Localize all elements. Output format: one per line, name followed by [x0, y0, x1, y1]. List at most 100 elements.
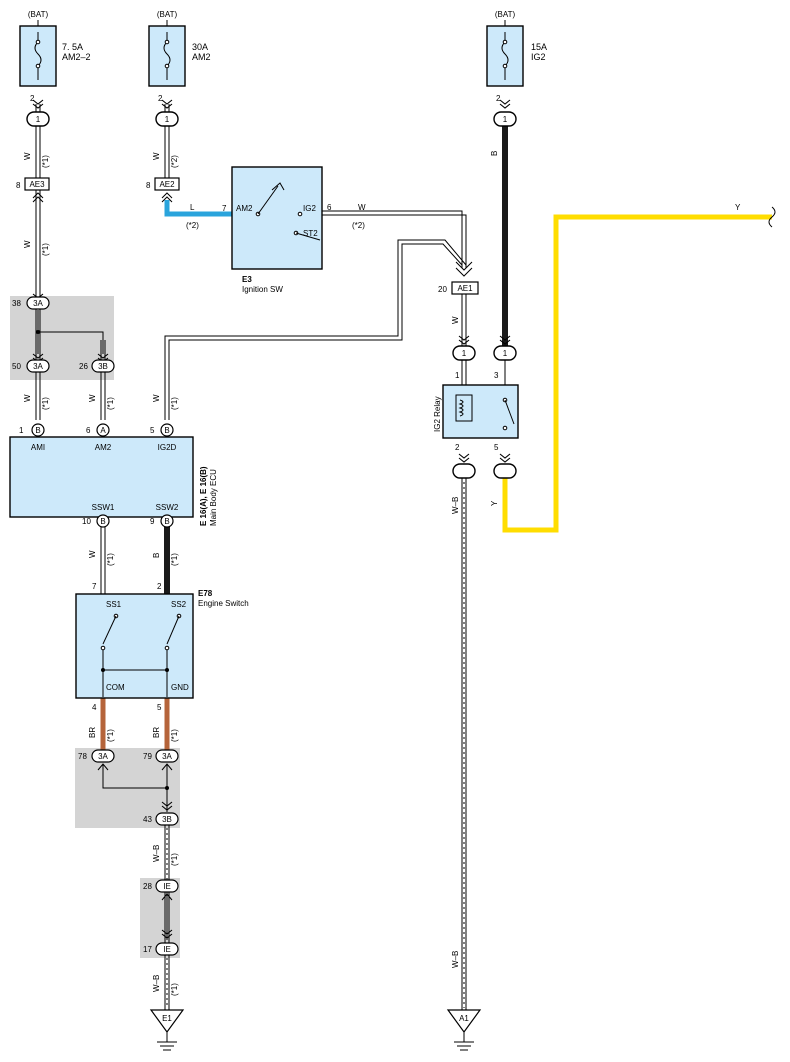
- svg-text:3B: 3B: [162, 815, 172, 824]
- relay-bottom-connectors: 2 5: [452, 443, 517, 479]
- svg-text:3A: 3A: [33, 362, 43, 371]
- wire-labels-br: BR (*1) BR (*1): [88, 727, 179, 742]
- svg-text:IG2: IG2: [303, 204, 316, 213]
- svg-text:BR: BR: [88, 727, 97, 738]
- svg-text:(*1): (*1): [41, 155, 50, 168]
- svg-text:Main Body ECU: Main Body ECU: [209, 469, 218, 526]
- svg-text:1: 1: [503, 349, 508, 358]
- svg-text:8: 8: [146, 181, 151, 190]
- svg-text:E78: E78: [198, 589, 213, 598]
- svg-text:(BAT): (BAT): [495, 10, 516, 19]
- svg-text:A1: A1: [459, 1014, 469, 1023]
- svg-text:AMI: AMI: [31, 443, 45, 452]
- svg-text:7: 7: [222, 204, 227, 213]
- svg-text:B: B: [35, 426, 40, 435]
- svg-text:SS1: SS1: [106, 600, 122, 609]
- svg-text:AM2: AM2: [192, 52, 211, 62]
- svg-text:4: 4: [92, 703, 97, 712]
- svg-text:3A: 3A: [33, 299, 43, 308]
- svg-text:50: 50: [12, 362, 21, 371]
- wire-labels-mid: W (*1) W (*1) W (*1): [23, 394, 179, 410]
- svg-text:(*1): (*1): [170, 553, 179, 566]
- main-body-ecu: AMI AM2 IG2D SSW1 SSW2 E 16(A), E 16(B) …: [9, 436, 218, 526]
- wire-note-l: (*2): [186, 221, 199, 230]
- svg-text:IG2 Relay: IG2 Relay: [433, 396, 442, 432]
- svg-text:W: W: [152, 152, 161, 160]
- svg-text:28: 28: [143, 882, 152, 891]
- svg-text:2: 2: [157, 582, 162, 591]
- ground-e1: E1: [149, 1009, 185, 1051]
- svg-text:COM: COM: [106, 683, 125, 692]
- svg-text:GND: GND: [171, 683, 189, 692]
- wire-note-ig2: (*2): [352, 221, 365, 230]
- svg-text:B: B: [490, 151, 499, 156]
- svg-text:1: 1: [19, 426, 24, 435]
- svg-text:7: 7: [92, 582, 97, 591]
- junction-26: 26 3B: [79, 353, 115, 373]
- svg-text:W–B: W–B: [152, 975, 161, 992]
- junction-50: 50 3A: [12, 353, 50, 373]
- svg-text:Ignition SW: Ignition SW: [242, 285, 283, 294]
- svg-text:W: W: [88, 550, 97, 558]
- svg-text:2: 2: [496, 94, 501, 103]
- wire-label-wb-relay: W–B: [451, 497, 460, 514]
- svg-text:E1: E1: [162, 1014, 172, 1023]
- engine-switch: 7 2 SS1 SS2 COM GND E78 Engine Switch 4 …: [75, 582, 249, 712]
- svg-text:5: 5: [494, 443, 499, 452]
- svg-text:AM2: AM2: [236, 204, 253, 213]
- svg-text:15A: 15A: [531, 42, 547, 52]
- connector-ae1: 20 AE1: [438, 261, 479, 295]
- svg-text:IE: IE: [163, 945, 171, 954]
- wb-stripe: [166, 482, 465, 1008]
- svg-text:(*1): (*1): [106, 397, 115, 410]
- svg-text:A: A: [100, 426, 106, 435]
- svg-text:(*1): (*1): [106, 729, 115, 742]
- wire-label-wb-a1: W–B: [451, 951, 460, 968]
- svg-text:3A: 3A: [162, 752, 172, 761]
- junction-ie-28: 28 IE: [143, 879, 179, 901]
- ecu-pins-top: 1 B 6 A 5 B: [19, 423, 174, 437]
- ground-a1: A1: [446, 1009, 482, 1051]
- wire-label-l: L: [190, 203, 195, 212]
- svg-text:W: W: [23, 152, 32, 160]
- yellow-wire-y: [502, 214, 772, 533]
- svg-text:E3: E3: [242, 275, 252, 284]
- junction-43: 43 3B: [143, 801, 179, 826]
- svg-text:ST2: ST2: [303, 229, 318, 238]
- svg-text:20: 20: [438, 285, 447, 294]
- svg-text:5: 5: [150, 426, 155, 435]
- junction-ie-17: 17 IE: [143, 929, 179, 956]
- svg-text:B: B: [100, 517, 105, 526]
- svg-text:AM2: AM2: [95, 443, 112, 452]
- svg-text:(*1): (*1): [106, 553, 115, 566]
- svg-text:26: 26: [79, 362, 88, 371]
- svg-text:B: B: [152, 553, 161, 558]
- wire-labels-wb1: W–B (*1): [152, 845, 179, 866]
- svg-text:30A: 30A: [192, 42, 208, 52]
- svg-text:8: 8: [16, 181, 21, 190]
- svg-text:W: W: [23, 394, 32, 402]
- svg-text:7. 5A: 7. 5A: [62, 42, 83, 52]
- svg-text:1: 1: [165, 115, 170, 124]
- svg-text:78: 78: [78, 752, 87, 761]
- svg-text:1: 1: [455, 371, 460, 380]
- fuse-am2-2: (BAT) 7. 5A AM2–2 2: [19, 10, 91, 109]
- svg-text:SSW1: SSW1: [92, 503, 115, 512]
- svg-text:2: 2: [158, 94, 163, 103]
- svg-text:SS2: SS2: [171, 600, 187, 609]
- svg-text:2: 2: [30, 94, 35, 103]
- wire-label-ig2-w: W: [358, 203, 366, 212]
- wire-labels-top: W (*1) W (*2) B W (*1) W: [23, 151, 499, 324]
- connector-ae2: 8 AE2: [146, 177, 180, 203]
- svg-text:B: B: [164, 426, 169, 435]
- fuse-am2: (BAT) 30A AM2 2: [148, 10, 211, 109]
- svg-text:IG2: IG2: [531, 52, 546, 62]
- svg-text:5: 5: [157, 703, 162, 712]
- svg-text:E 16(A), E 16(B): E 16(A), E 16(B): [199, 466, 208, 526]
- svg-text:B: B: [164, 517, 169, 526]
- svg-text:IG2D: IG2D: [158, 443, 177, 452]
- svg-text:AE3: AE3: [29, 180, 45, 189]
- blue-wire-l: [164, 200, 234, 217]
- svg-text:(BAT): (BAT): [28, 10, 49, 19]
